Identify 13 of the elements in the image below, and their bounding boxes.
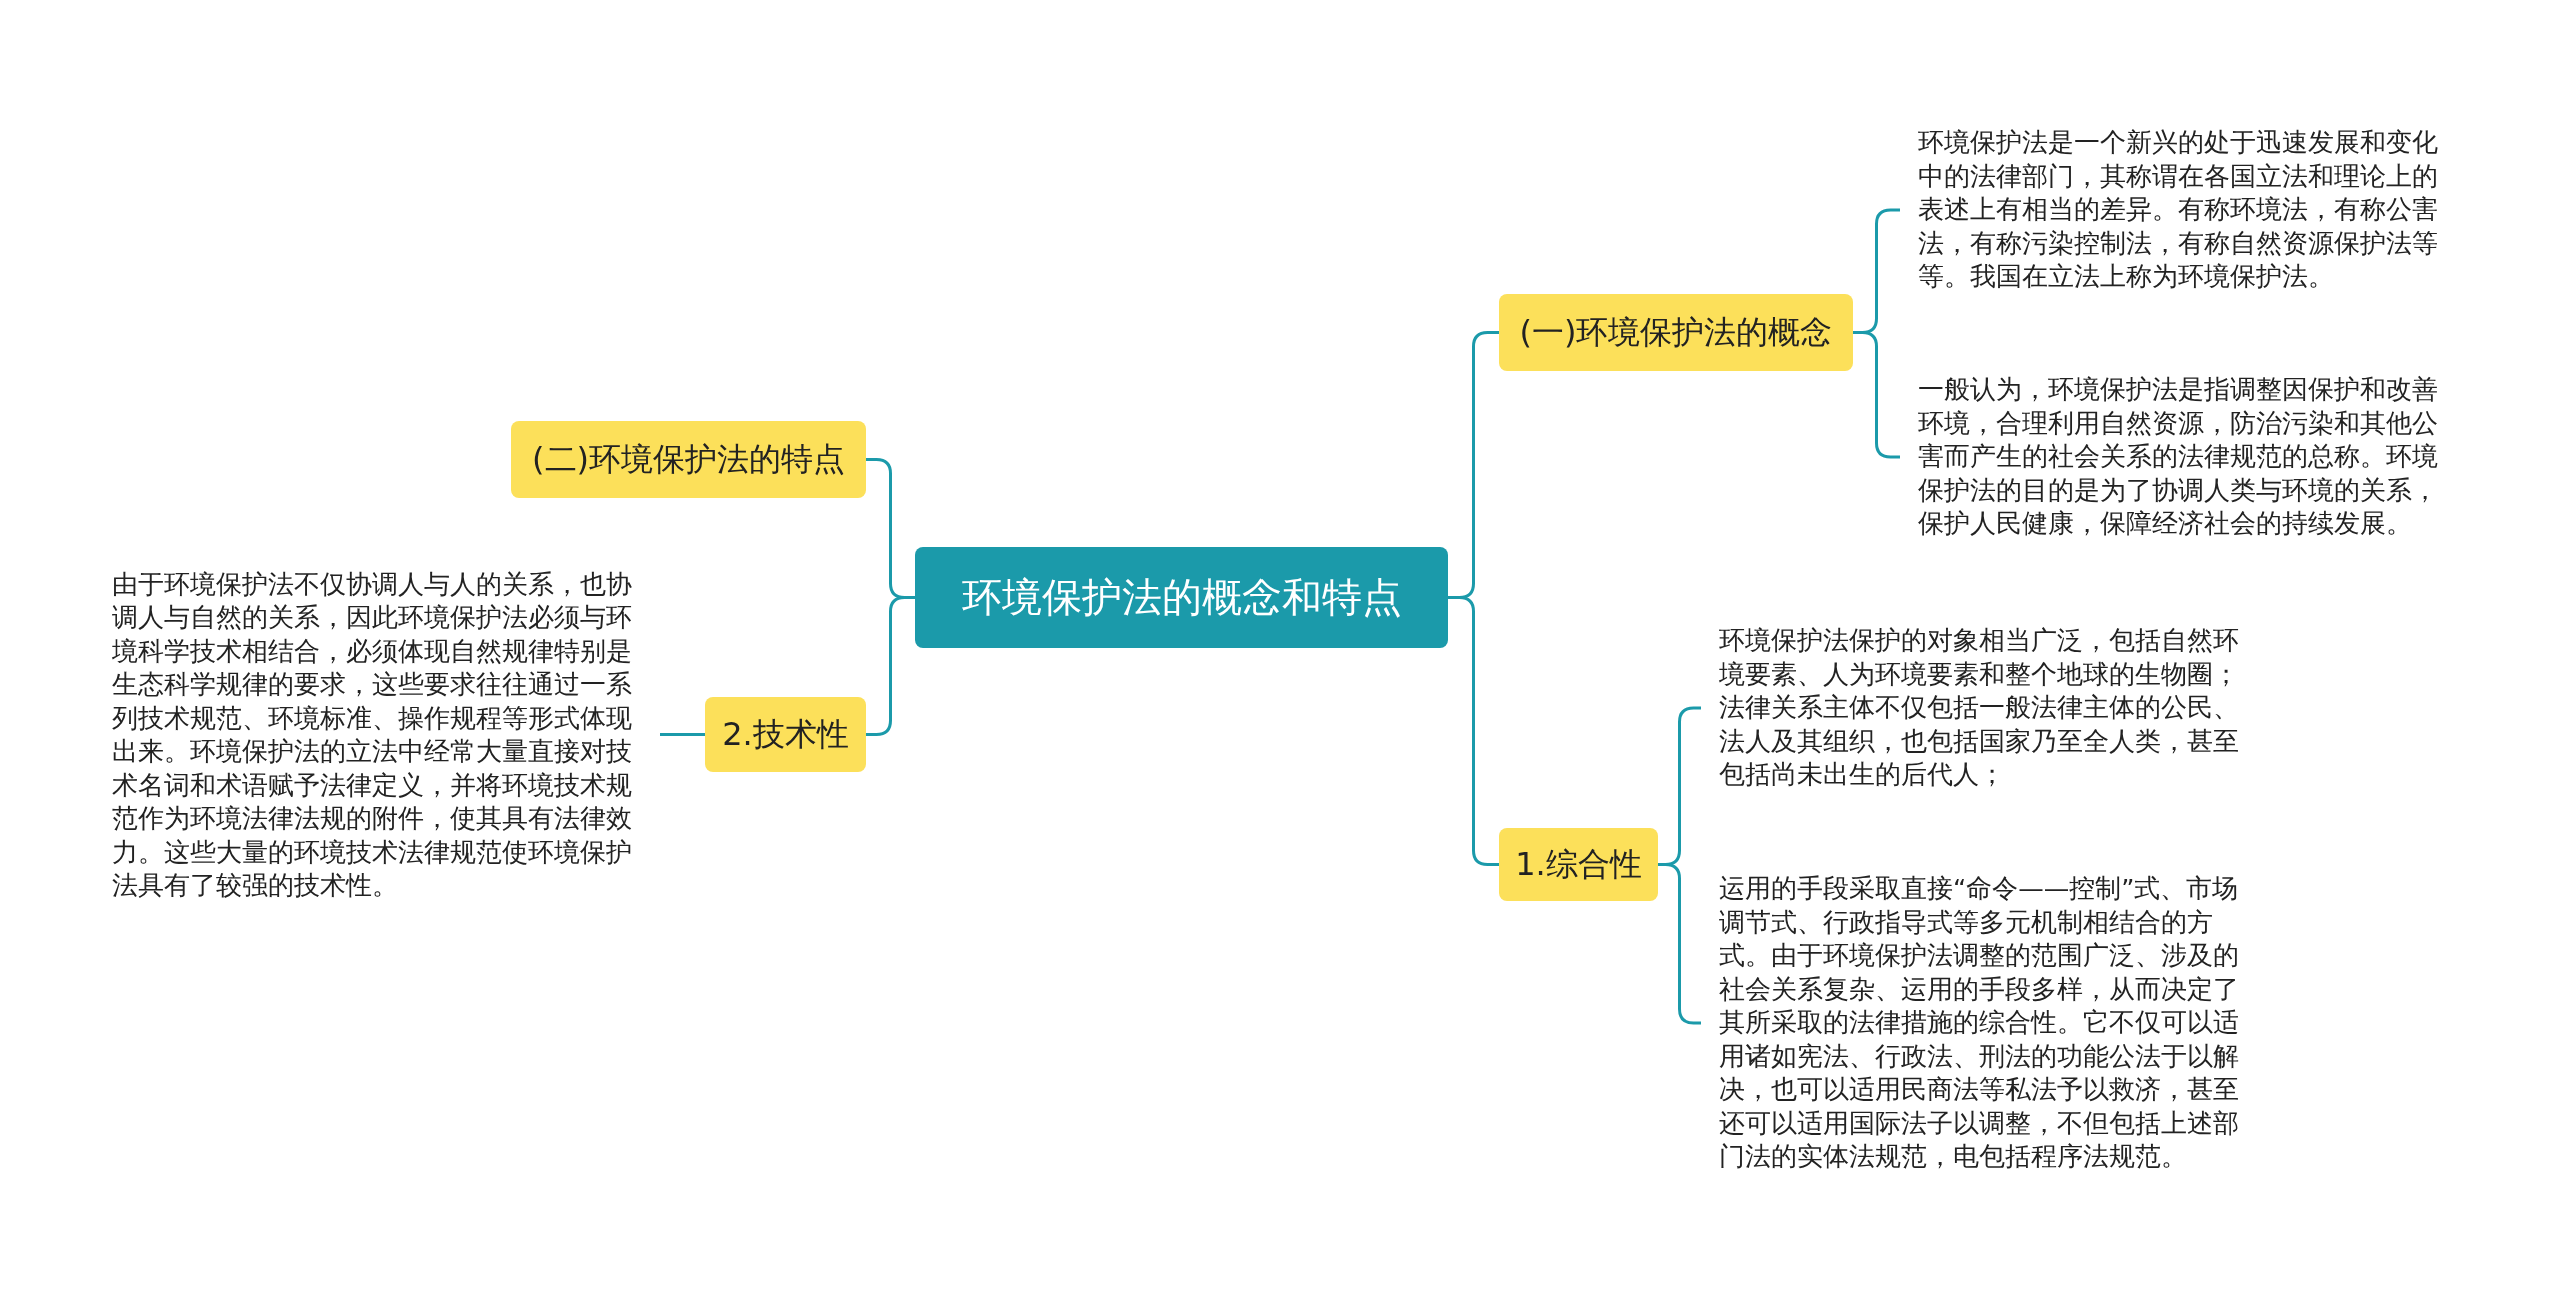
topic-box: (二)环境保护法的特点 bbox=[511, 421, 866, 498]
connector-line bbox=[1448, 596, 1499, 866]
note-text: 运用的手段采取直接“命令——控制”式、市场调节式、行政指导式等多元机制相结合的方式。由于环境保护法调整的范围广泛、涉及的社会关系复杂、运用的手段多样，从而决定了其所采取的法律措施的综合性。它不仅可以适用诸如宪法、行政法、刑法的功能公法于以解决，也可以适用民商法等私法予以救济，甚至还可以适用国际法子以调整，不但包括上述部门法的实体法规范，电包括程序法规范。 bbox=[1701, 872, 2249, 1174]
topic-box: 1.综合性 bbox=[1499, 828, 1658, 901]
central-topic: 环境保护法的概念和特点 bbox=[915, 547, 1448, 648]
connector-line bbox=[660, 733, 705, 736]
note-text: 环境保护法是一个新兴的处于迅速发展和变化中的法律部门，其称谓在各国立法和理论上的表述上有相当的差异。有称环境法，有称公害法，有称污染控制法，有称自然资源保护法等等。我国在立法上称为环境保护法。 bbox=[1900, 126, 2448, 294]
topic-box: 2.技术性 bbox=[705, 697, 866, 772]
note-text: 由于环境保护法不仅协调人与人的关系，也协调人与自然的关系，因此环境保护法必须与环境科学技术相结合，必须体现自然规律特别是生态科学规律的要求，这些要求往往通过一系列技术规范、环境标准、操作规程等形式体现出来。环境保护法的立法中经常大量直接对技术名词和术语赋予法律定义，并将环境技术规范作为环境法律法规的附件，使其具有法律效力。这些大量的环境技术法律规范使环境保护法具有了较强的技术性。 bbox=[108, 567, 660, 903]
note-text: 环境保护法保护的对象相当广泛，包括自然环境要素、人为环境要素和整个地球的生物圈；法律关系主体不仅包括一般法律主体的公民、法人及其组织，也包括国家乃至全人类，甚至包括尚未出生的后代人； bbox=[1701, 624, 2249, 792]
topic-box: (一)环境保护法的概念 bbox=[1499, 294, 1853, 371]
connector-line bbox=[866, 596, 915, 736]
note-text: 一般认为，环境保护法是指调整因保护和改善环境，合理利用自然资源，防治污染和其他公害而产生的社会关系的法律规范的总称。环境保护法的目的是为了协调人类与环境的关系，保护人民健康，保障经济社会的持续发展。 bbox=[1900, 373, 2448, 541]
